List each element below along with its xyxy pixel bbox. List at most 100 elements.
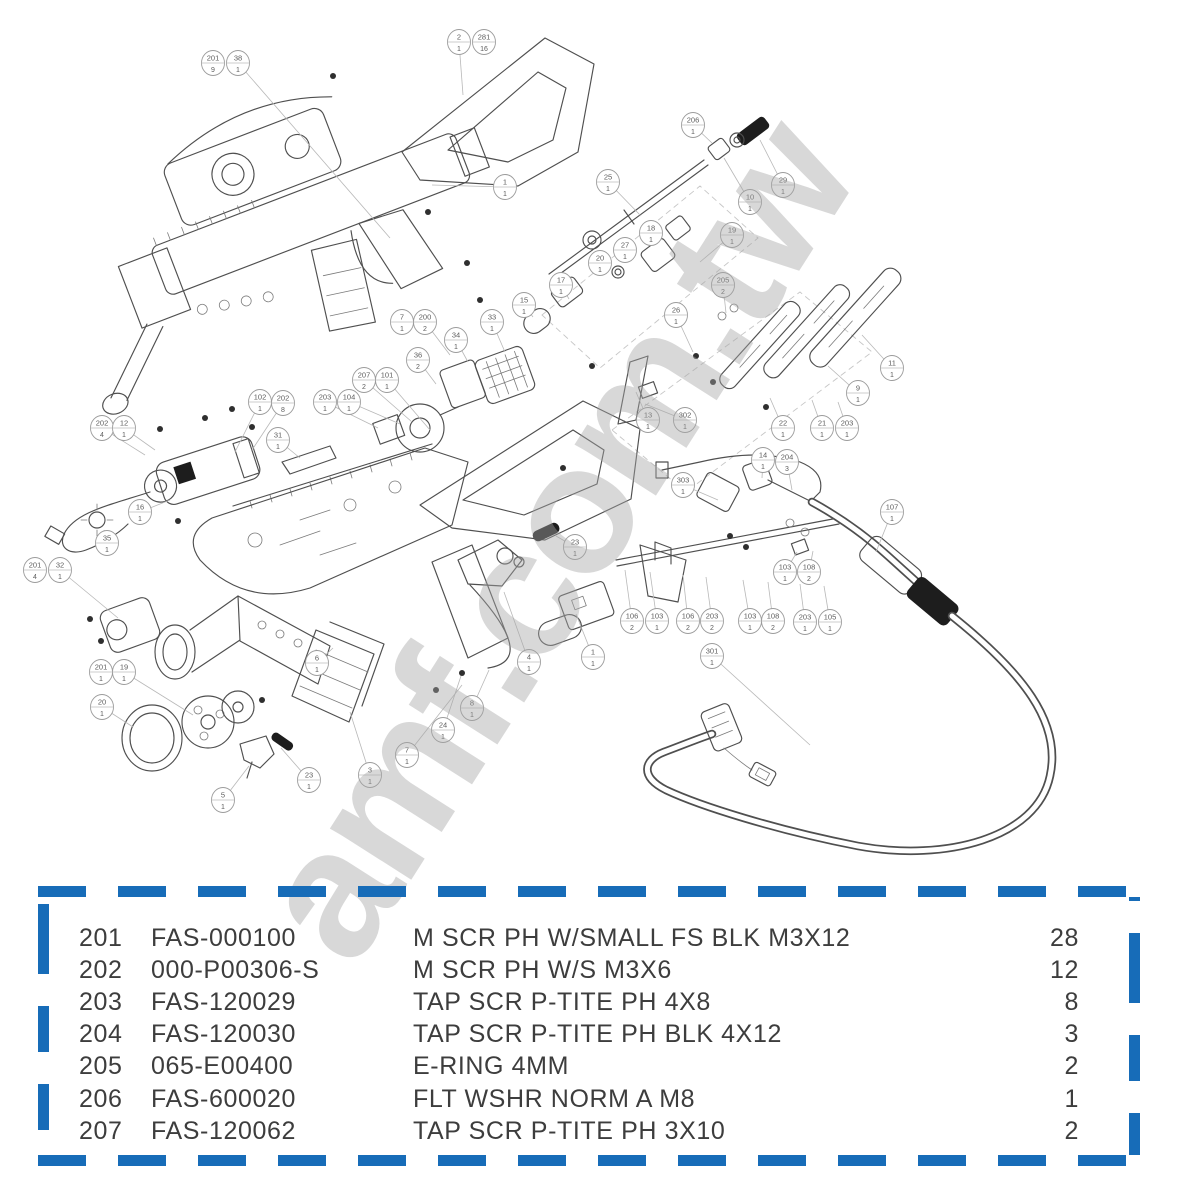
disc-assembly-art <box>121 690 294 779</box>
svg-text:105: 105 <box>824 613 837 622</box>
svg-text:4: 4 <box>100 432 104 439</box>
hose-assembly-art <box>643 459 1057 856</box>
rod-assembly-art <box>523 116 770 334</box>
svg-text:6: 6 <box>315 654 319 663</box>
svg-text:1: 1 <box>559 289 563 296</box>
svg-text:1: 1 <box>681 489 685 496</box>
part-callout: 231 <box>297 767 321 793</box>
part-callout: 151 <box>512 292 536 318</box>
svg-text:1: 1 <box>503 178 507 187</box>
part-callout: 12 1 <box>112 415 136 441</box>
svg-text:1: 1 <box>368 779 372 786</box>
svg-text:201: 201 <box>95 663 108 672</box>
svg-text:1: 1 <box>890 372 894 379</box>
svg-text:1: 1 <box>470 712 474 719</box>
svg-text:19: 19 <box>728 226 736 235</box>
svg-text:13: 13 <box>644 411 652 420</box>
svg-text:302: 302 <box>679 411 692 420</box>
part-number: FAS-120062 <box>151 1116 296 1145</box>
svg-text:1: 1 <box>683 424 687 431</box>
svg-text:301: 301 <box>706 647 719 656</box>
svg-text:1: 1 <box>138 516 142 523</box>
svg-text:1: 1 <box>400 326 404 333</box>
svg-text:11: 11 <box>888 359 896 368</box>
svg-text:1: 1 <box>122 432 126 439</box>
part-callout: 291 <box>771 172 795 198</box>
svg-text:1: 1 <box>527 666 531 673</box>
svg-text:5: 5 <box>221 791 225 800</box>
part-callout: 381 <box>226 50 250 76</box>
part-description: M SCR PH W/SMALL FS BLK M3X12 <box>413 923 851 952</box>
svg-text:103: 103 <box>651 612 664 621</box>
part-description: E-RING 4MM <box>413 1052 569 1081</box>
svg-text:1: 1 <box>649 237 653 244</box>
part-callout: 131 <box>636 407 660 433</box>
part-callout: 201 <box>588 250 612 276</box>
part-number: FAS-120029 <box>151 987 296 1016</box>
part-description: TAP SCR P-TITE PH BLK 4X12 <box>413 1020 782 1049</box>
svg-text:102: 102 <box>254 393 267 402</box>
part-number: FAS-600020 <box>151 1084 296 1113</box>
svg-text:2: 2 <box>686 625 690 632</box>
part-callout: 362 <box>406 347 430 373</box>
svg-text:103: 103 <box>744 612 757 621</box>
svg-text:1: 1 <box>623 254 627 261</box>
svg-text:200: 200 <box>419 313 432 322</box>
svg-text:2: 2 <box>721 289 725 296</box>
part-callout: 321 <box>48 557 72 583</box>
svg-text:9: 9 <box>856 384 860 393</box>
part-number: 000-P00306-S <box>151 955 320 984</box>
svg-text:1: 1 <box>783 576 787 583</box>
part-number: 065-E00400 <box>151 1052 294 1081</box>
svg-text:2: 2 <box>710 625 714 632</box>
part-callout: 181 <box>639 220 663 246</box>
item-number: 205 <box>79 1052 123 1081</box>
svg-text:21: 21 <box>818 419 826 428</box>
svg-text:29: 29 <box>779 176 787 185</box>
svg-text:201: 201 <box>29 561 42 570</box>
dashed-border-bottom <box>38 1155 1140 1166</box>
svg-text:2: 2 <box>771 625 775 632</box>
part-callout: 271 <box>613 237 637 263</box>
item-number: 207 <box>79 1116 123 1145</box>
svg-text:1: 1 <box>845 432 849 439</box>
svg-text:19: 19 <box>120 663 128 672</box>
svg-text:20: 20 <box>596 254 604 263</box>
svg-text:1: 1 <box>591 661 595 668</box>
svg-text:1: 1 <box>315 667 319 674</box>
svg-text:2: 2 <box>630 625 634 632</box>
svg-text:205: 205 <box>717 276 730 285</box>
part-callout: 171 <box>549 272 573 298</box>
part-callout: 261 <box>664 302 688 328</box>
svg-text:3: 3 <box>368 766 372 775</box>
table-row: 205 065-E00400 E-RING 4MM 2 <box>79 1051 1079 1083</box>
part-callout: 101 <box>738 189 762 215</box>
svg-text:1: 1 <box>674 319 678 326</box>
svg-text:12: 12 <box>120 419 128 428</box>
part-qty: 2 <box>1064 1052 1079 1081</box>
part-callout: 211 <box>810 415 834 441</box>
svg-text:204: 204 <box>781 453 794 462</box>
svg-text:16: 16 <box>480 46 488 53</box>
svg-text:206: 206 <box>687 116 700 125</box>
svg-text:1: 1 <box>454 344 458 351</box>
part-callout: 201 <box>90 694 114 720</box>
svg-text:1: 1 <box>490 326 494 333</box>
item-number: 206 <box>79 1084 123 1113</box>
svg-text:203: 203 <box>841 419 854 428</box>
svg-text:2: 2 <box>457 33 461 42</box>
svg-text:9: 9 <box>211 67 215 74</box>
part-description: FLT WSHR NORM A M8 <box>413 1084 696 1113</box>
svg-text:1: 1 <box>828 626 832 633</box>
stock-frame-top-art <box>401 37 595 187</box>
